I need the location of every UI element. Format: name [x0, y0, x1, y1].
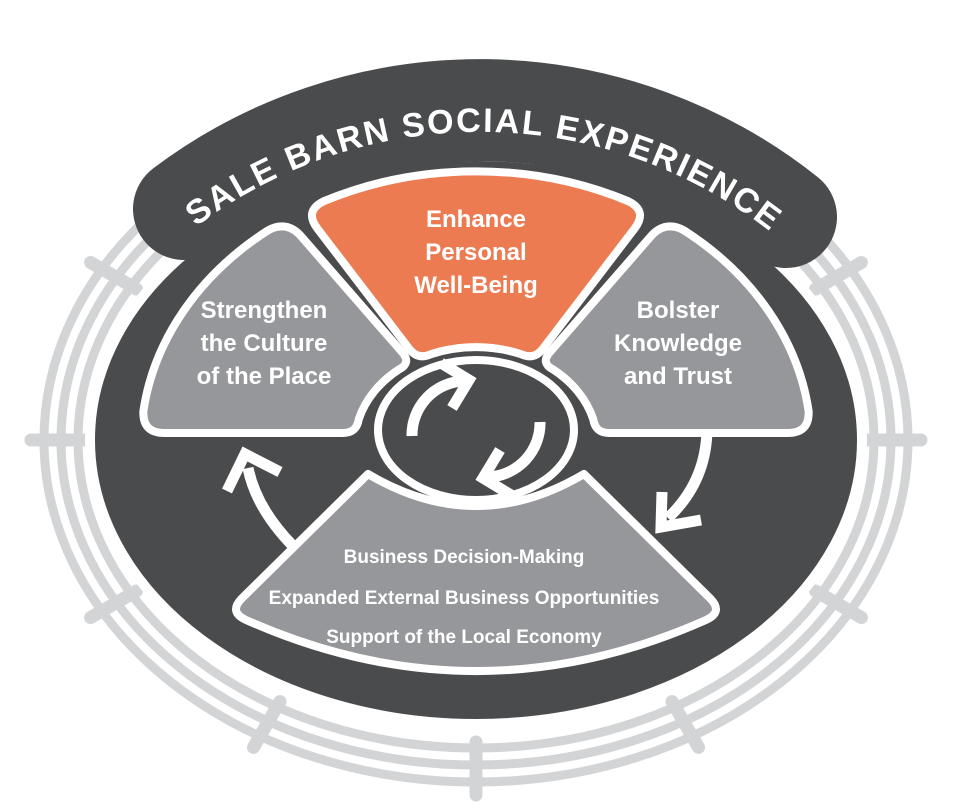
cycle-arrow-top-shaft [406, 375, 464, 437]
bottom-wedge-label-line1: Business Decision-Making [344, 547, 585, 568]
wheel-spoke [809, 584, 868, 624]
wedge-bolster-knowledge [541, 222, 813, 437]
title-banner [133, 59, 837, 268]
wheel-spoke [247, 695, 287, 754]
right-wedge-label-line2: Knowledge [614, 330, 742, 357]
curved-arrow-to-left-wedge-icon [222, 446, 297, 550]
right-arrow-head [655, 491, 702, 534]
right-wedge-label-line1: Bolster [637, 297, 720, 324]
cycle-arrow-bottom-shaft [488, 421, 546, 483]
left-wedge-label-line2: the Culture [201, 330, 328, 357]
cycle-arrows-icon [406, 358, 546, 500]
wheel-spoke [84, 584, 143, 624]
cycle-arrow-bottom-head [475, 447, 514, 500]
wedge-enhance-wellbeing [307, 167, 645, 361]
bottom-wedge-label-line3: Support of the Local Economy [326, 627, 602, 648]
top-wedge-label-line1: Enhance [426, 206, 526, 233]
right-wedge-label-line3: and Trust [624, 363, 732, 390]
wedge-strengthen-culture [139, 222, 411, 437]
wheel-spoke [809, 256, 868, 296]
left-arrow-shaft [242, 466, 297, 550]
cycle-arrow-top-head [438, 358, 477, 411]
left-arrow-head [222, 446, 283, 494]
wedge-business-outcomes [232, 470, 720, 675]
bottom-wedge-label-line2: Expanded External Business Opportunities [269, 588, 660, 609]
right-arrow-shaft [664, 429, 713, 522]
left-wedge-label-line1: Strengthen [201, 297, 328, 324]
wheel-spoke [84, 256, 143, 296]
top-wedge-label-line2: Personal [425, 239, 526, 266]
left-wedge-label-line3: of the Place [197, 363, 332, 390]
top-wedge-label-line3: Well-Being [414, 272, 538, 299]
curved-arrow-to-bottom-wedge-icon [655, 429, 713, 534]
wheel-spoke [665, 695, 705, 754]
wheel-spokes [24, 256, 928, 802]
